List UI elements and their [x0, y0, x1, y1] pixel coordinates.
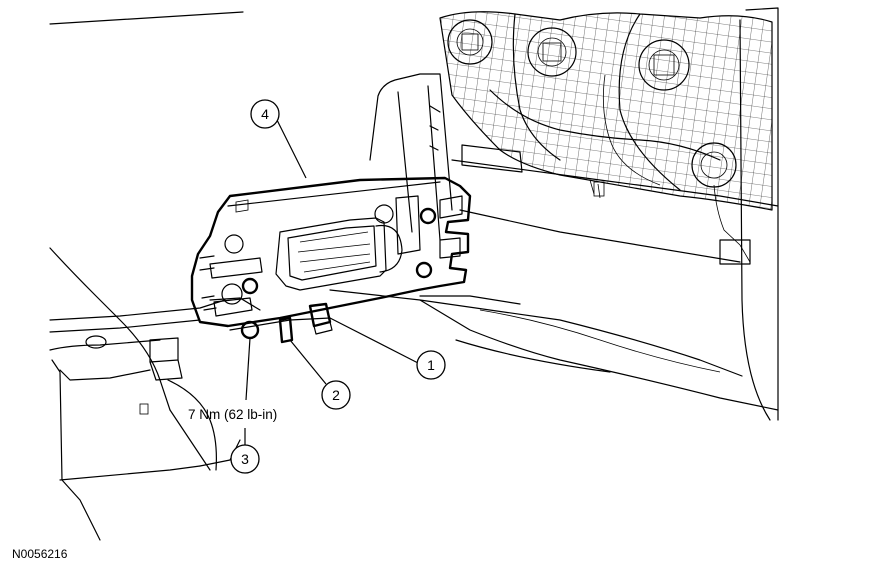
callout-4: 4 — [250, 99, 307, 179]
module-bracket — [190, 176, 472, 328]
callout-1: 1 — [329, 317, 446, 380]
electrical-connector-1 — [308, 302, 333, 335]
module-nut — [240, 320, 260, 340]
headliner-edge — [49, 11, 244, 25]
figure-id: N0056216 — [12, 547, 68, 561]
svg-text:2: 2 — [332, 387, 340, 403]
module — [190, 176, 472, 340]
svg-text:1: 1 — [427, 357, 435, 373]
electrical-connector-2 — [278, 316, 294, 344]
module-nut-lower-right — [415, 261, 433, 279]
svg-text:3: 3 — [241, 451, 249, 467]
head-restraint-socket-3 — [638, 39, 690, 91]
module-nut-left — [241, 277, 259, 295]
head-restraint-socket-1 — [447, 19, 493, 65]
seat-backs — [439, 11, 773, 265]
module-panel — [275, 217, 387, 291]
head-restraint-socket-2 — [527, 27, 577, 77]
rear-trim-panel — [369, 7, 779, 421]
left-console — [49, 247, 261, 541]
torque-spec: 7 Nm (62 lb-in) — [188, 407, 277, 422]
callout-3: 3 — [230, 337, 260, 474]
svg-text:4: 4 — [261, 106, 269, 122]
callout-2: 2 — [289, 339, 351, 410]
cargo-floor — [229, 289, 779, 411]
module-nut-upper-right — [419, 207, 437, 225]
